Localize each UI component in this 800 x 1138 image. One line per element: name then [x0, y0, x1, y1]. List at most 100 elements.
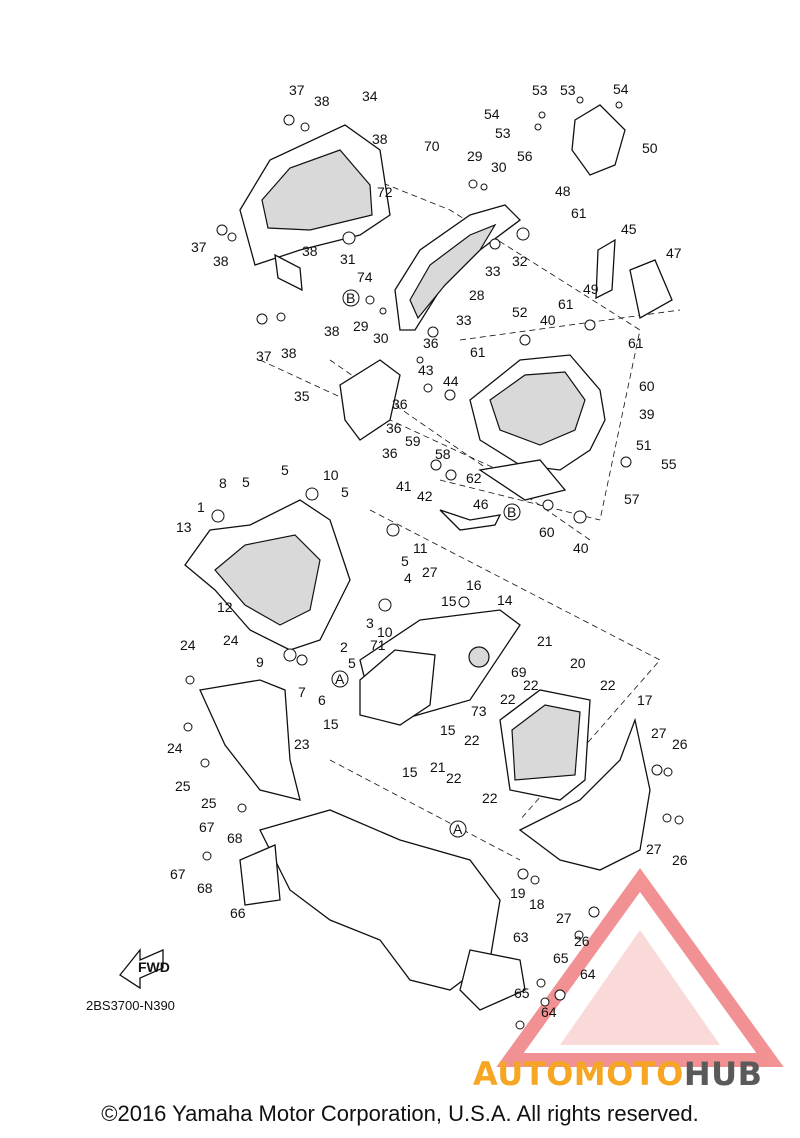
callout-17: 17	[637, 692, 653, 708]
callout-21b: 21	[430, 759, 446, 775]
callout-12: 12	[217, 599, 233, 615]
callout-38f: 38	[281, 345, 297, 361]
callout-31: 31	[340, 251, 356, 267]
frame-assembly	[239, 809, 526, 1011]
callout-4: 4	[404, 570, 412, 586]
callout-57: 57	[624, 491, 640, 507]
callout-6: 6	[318, 692, 326, 708]
callout-38a: 38	[314, 93, 330, 109]
callout-54b: 54	[613, 81, 629, 97]
callout-30b: 30	[373, 330, 389, 346]
callout-24b: 24	[223, 632, 239, 648]
callout-22d: 22	[464, 732, 480, 748]
copyright-notice: ©2016 Yamaha Motor Corporation, U.S.A. A…	[101, 1101, 699, 1126]
callout-24c: 24	[167, 740, 183, 756]
callout-22a: 22	[523, 677, 539, 693]
callout-15d: 15	[402, 764, 418, 780]
callout-37c: 37	[256, 348, 272, 364]
callout-53c: 53	[495, 125, 511, 141]
callout-41: 41	[396, 478, 412, 494]
callout-37b: 37	[191, 239, 207, 255]
callout-3: 3	[366, 615, 374, 631]
callout-10a: 10	[323, 467, 339, 483]
callout-64b: 64	[541, 1004, 557, 1020]
callout-5d: 5	[401, 553, 409, 569]
callout-8: 8	[219, 475, 227, 491]
callout-38e: 38	[324, 323, 340, 339]
callout-61b: 61	[558, 296, 574, 312]
callout-69: 69	[511, 664, 527, 680]
callout-34: 34	[362, 88, 378, 104]
reference-marks: B B A A	[331, 289, 521, 838]
watermark-part1: AUTOMOTO	[473, 1055, 684, 1093]
callout-65a: 65	[553, 950, 569, 966]
callout-36c: 36	[386, 420, 402, 436]
callout-22b: 22	[600, 677, 616, 693]
callout-27a: 27	[422, 564, 438, 580]
hardware	[183, 96, 684, 1030]
callout-61d: 61	[470, 344, 486, 360]
callout-70: 70	[424, 138, 440, 154]
callout-44: 44	[443, 373, 459, 389]
callout-32: 32	[512, 253, 528, 269]
stay-46	[439, 459, 567, 531]
callout-33b: 33	[456, 312, 472, 328]
cover-45-47	[595, 238, 673, 320]
callout-50: 50	[642, 140, 658, 156]
fwd-arrow-icon: FWD	[119, 948, 170, 990]
grille-20	[499, 689, 591, 801]
callout-38c: 38	[213, 253, 229, 269]
callout-15a: 15	[441, 593, 457, 609]
callout-43: 43	[418, 362, 434, 378]
callout-68b: 68	[197, 880, 213, 896]
callout-7: 7	[298, 684, 306, 700]
callout-30a: 30	[491, 159, 507, 175]
callout-52: 52	[512, 304, 528, 320]
callout-27d: 27	[556, 910, 572, 926]
callout-9: 9	[256, 654, 264, 670]
callout-11: 11	[413, 540, 428, 556]
callout-71: 71	[370, 637, 386, 653]
callout-25a: 25	[175, 778, 191, 794]
callout-46: 46	[473, 496, 489, 512]
callout-25b: 25	[201, 795, 217, 811]
callout-20: 20	[570, 655, 586, 671]
side-panel-23	[199, 679, 301, 801]
callout-36a: 36	[423, 335, 439, 351]
callout-21a: 21	[537, 633, 553, 649]
callout-5b: 5	[281, 462, 289, 478]
callout-15c: 15	[440, 722, 456, 738]
callout-49: 49	[583, 281, 599, 297]
lower-cowl-17	[518, 717, 651, 871]
callout-45: 45	[621, 221, 637, 237]
callout-33a: 33	[485, 263, 501, 279]
side-cover-35	[339, 359, 401, 441]
callout-29a: 29	[467, 148, 483, 164]
callout-5c: 5	[341, 484, 349, 500]
duct-71	[359, 649, 436, 726]
callout-40b: 40	[573, 540, 589, 556]
callout-18: 18	[529, 896, 545, 912]
callout-28: 28	[469, 287, 485, 303]
callout-38d: 38	[302, 243, 318, 259]
side-panel-1	[184, 499, 351, 651]
callout-22f: 22	[482, 790, 498, 806]
callout-48: 48	[555, 183, 571, 199]
callout-72: 72	[377, 184, 393, 200]
callout-15b: 15	[323, 716, 339, 732]
callout-19: 19	[510, 885, 526, 901]
callout-67b: 67	[170, 866, 186, 882]
watermark-logo-icon	[496, 868, 784, 1067]
callout-26c: 26	[574, 933, 590, 949]
callout-26a: 26	[672, 736, 688, 752]
callout-24a: 24	[180, 637, 196, 653]
callout-65b: 65	[514, 985, 530, 1001]
callout-23: 23	[294, 736, 310, 752]
diagram-code: 2BS3700-N390	[86, 998, 175, 1013]
callout-29b: 29	[353, 318, 369, 334]
callout-60b: 60	[539, 524, 555, 540]
fwd-label: FWD	[138, 959, 170, 975]
watermark-text: AUTOMOTOHUB	[473, 1055, 763, 1093]
callout-26b: 26	[672, 852, 688, 868]
